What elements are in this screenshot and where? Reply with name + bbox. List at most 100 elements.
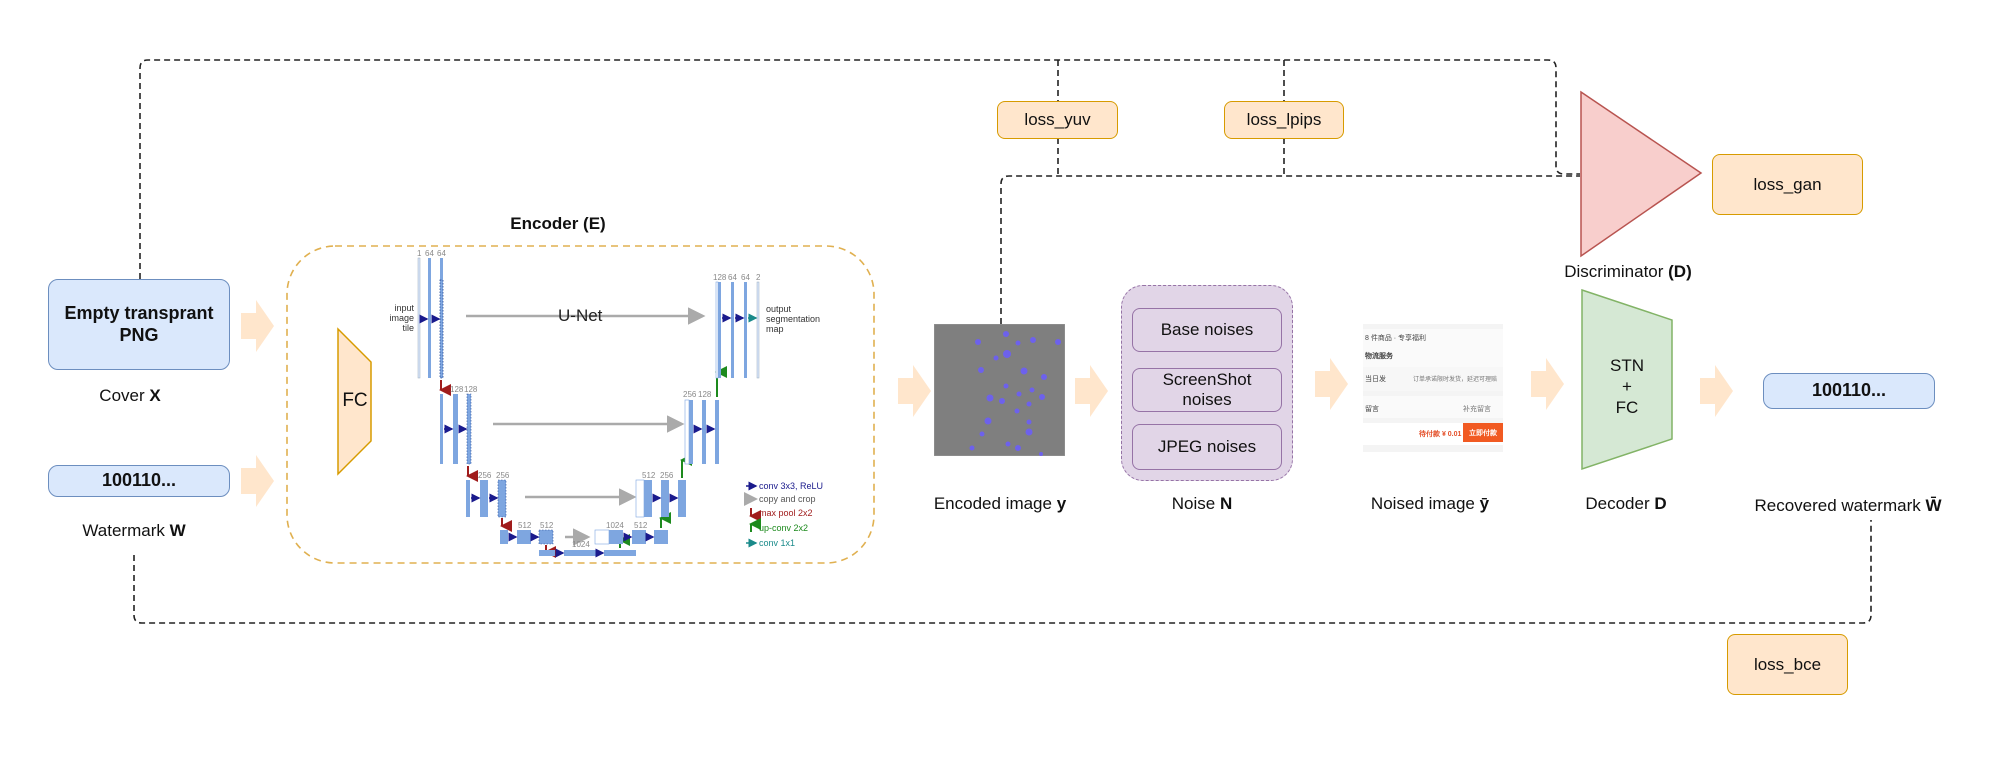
unet-r4-ch-0: 1024 — [606, 521, 624, 530]
unet-r4-ch-1: 512 — [634, 521, 648, 530]
unet-l2-ch-0: 128 — [450, 385, 464, 394]
flow-arrows — [241, 300, 1733, 507]
recovered-watermark-text: 100110... — [1811, 380, 1887, 401]
loss-lpips-box: loss_lpips — [1224, 101, 1344, 139]
noised-row2: 物流服务 — [1365, 353, 1393, 360]
legend-conv3x3: conv 3x3, ReLU — [759, 481, 823, 491]
arrow-encoded-to-noise — [1075, 365, 1108, 417]
arrow-noised-to-decoder — [1531, 358, 1564, 410]
decoder-shape — [1581, 288, 1673, 471]
watermark-input-box: 100110... — [48, 465, 230, 497]
noise-item-jpeg-label: JPEG noises — [1157, 436, 1257, 456]
unet-l1-ch-1: 64 — [425, 250, 434, 258]
unet-r1-ch-0: 128 — [713, 273, 727, 282]
watermark-label: Watermark W — [82, 521, 185, 541]
noised-image: 8 件商品 · 专享福利 物流服务 当日发 订单承诺限时发货，延迟可理赔 留言 … — [1363, 311, 1503, 452]
unet-level2-right: 256 128 — [683, 366, 727, 465]
encoder-title: Encoder (E) — [510, 214, 606, 233]
unet-l4-ch-0: 512 — [518, 521, 532, 530]
arrow-watermark-to-encoder — [241, 455, 274, 507]
noised-price: 待付款 ¥ 0.01 — [1419, 431, 1462, 438]
noised-label-symbol: ȳ — [1479, 494, 1490, 513]
loss-lpips-label: loss_lpips — [1246, 110, 1322, 129]
legend-copy-crop: copy and crop — [759, 494, 816, 504]
unet-output-label-1: segmentation — [766, 314, 820, 324]
noised-pay-button: 立即付款 — [1463, 423, 1503, 442]
loss-bce-label: loss_bce — [1753, 654, 1822, 674]
decoder-label: Decoder D — [1585, 494, 1666, 514]
encoded-label-symbol: y — [1056, 494, 1067, 513]
unet-r3-ch-1: 256 — [660, 471, 674, 480]
unet-output-label-2: map — [766, 324, 784, 334]
unet-legend: conv 3x3, ReLU copy and crop max pool 2x… — [744, 481, 823, 548]
noise-item-jpeg: JPEG noises — [1132, 424, 1282, 470]
unet-l3-ch-0: 256 — [478, 471, 492, 480]
noised-row4-left: 留言 — [1365, 406, 1379, 413]
discriminator-shape — [1580, 90, 1703, 258]
unet-r2-ch-0: 256 — [683, 390, 697, 399]
unet-l2-ch-1: 128 — [464, 385, 478, 394]
noise-layer-group: Base noises ScreenShot noises JPEG noise… — [1121, 285, 1293, 481]
loss-yuv-label: loss_yuv — [1024, 110, 1091, 129]
discriminator-label-symbol: (D) — [1668, 262, 1692, 281]
unet-input-label-1: image — [389, 313, 414, 323]
unet-l5-ch-0: 1024 — [572, 540, 590, 549]
noised-label-text: Noised image — [1370, 494, 1480, 513]
cover-image-text: Empty transprant PNG — [64, 302, 214, 345]
watermark-input-text: 100110... — [101, 470, 177, 491]
unet-level1-right: 128 64 64 2 output segmentation map — [713, 273, 820, 379]
noise-label-text: Noise — [1171, 494, 1220, 513]
unet-input-label-2: tile — [402, 323, 414, 333]
encoder-fc-shape — [337, 327, 372, 476]
unet-input-label-0: input — [394, 303, 414, 313]
discriminator-label: Discriminator (D) — [1564, 262, 1692, 282]
unet-r1-ch-1: 64 — [728, 273, 737, 282]
noised-row4-right: 补充留言 — [1463, 406, 1491, 413]
encoded-to-discriminator-connector — [1000, 175, 1580, 324]
unet-r1-ch-2: 64 — [741, 273, 750, 282]
noise-label: Noise N — [1172, 494, 1232, 514]
recovered-watermark-box: 100110... — [1763, 373, 1935, 409]
unet-l3-ch-1: 256 — [496, 471, 510, 480]
noise-item-screenshot-label: ScreenShot noises — [1162, 369, 1252, 409]
watermark-to-recovered-connector — [133, 520, 1872, 624]
encoder-group-border — [286, 245, 875, 564]
discriminator-label-text: Discriminator — [1564, 262, 1669, 281]
noise-item-screenshot: ScreenShot noises — [1132, 368, 1282, 412]
encoded-image-label: Encoded image y — [934, 494, 1066, 514]
noised-row1: 8 件商品 · 专享福利 — [1365, 335, 1427, 342]
legend-up-conv: up-conv 2x2 — [759, 523, 808, 533]
arrow-noise-to-noised — [1315, 358, 1348, 410]
legend-max-pool: max pool 2x2 — [759, 508, 813, 518]
unet-title: U-Net — [558, 306, 603, 325]
recovered-label-text: Recovered watermark — [1754, 496, 1926, 515]
noise-item-base-label: Base noises — [1160, 319, 1254, 339]
unet-r2-ch-1: 128 — [698, 390, 712, 399]
loss-gan-label: loss_gan — [1753, 174, 1822, 194]
arrow-decoder-to-recovered — [1700, 365, 1733, 417]
noise-item-base: Base noises — [1132, 308, 1282, 352]
noised-image-label: Noised image ȳ — [1371, 494, 1489, 514]
unet-r1-ch-3: 2 — [756, 273, 761, 282]
unet-level3-left: 256 256 — [466, 471, 512, 532]
encoder-fc-label: FC — [342, 390, 368, 411]
decoder-text: STN + FC — [1582, 355, 1672, 418]
cover-to-discriminator-connector — [139, 59, 1580, 279]
loss-yuv-box: loss_yuv — [997, 101, 1118, 139]
cover-label: Cover X — [99, 386, 160, 406]
encoded-watermark-dots — [969, 331, 1061, 456]
loss-bce-box: loss_bce — [1727, 634, 1848, 695]
noise-label-symbol: N — [1219, 494, 1233, 513]
decoder-line-plus: + — [1622, 377, 1632, 396]
cover-label-symbol: X — [149, 386, 161, 405]
decoder-line-fc: FC — [1615, 398, 1639, 417]
unet-output-label-0: output — [766, 304, 792, 314]
unet-level4-right: 1024 512 — [594, 512, 671, 545]
cover-label-text: Cover — [99, 386, 150, 405]
decoder-line-stn: STN — [1610, 356, 1644, 375]
watermark-label-symbol: W — [169, 521, 186, 540]
cover-image-box: Empty transprant PNG — [48, 279, 230, 370]
legend-conv1x1: conv 1x1 — [759, 538, 795, 548]
noised-row3-left: 当日发 — [1365, 376, 1386, 383]
